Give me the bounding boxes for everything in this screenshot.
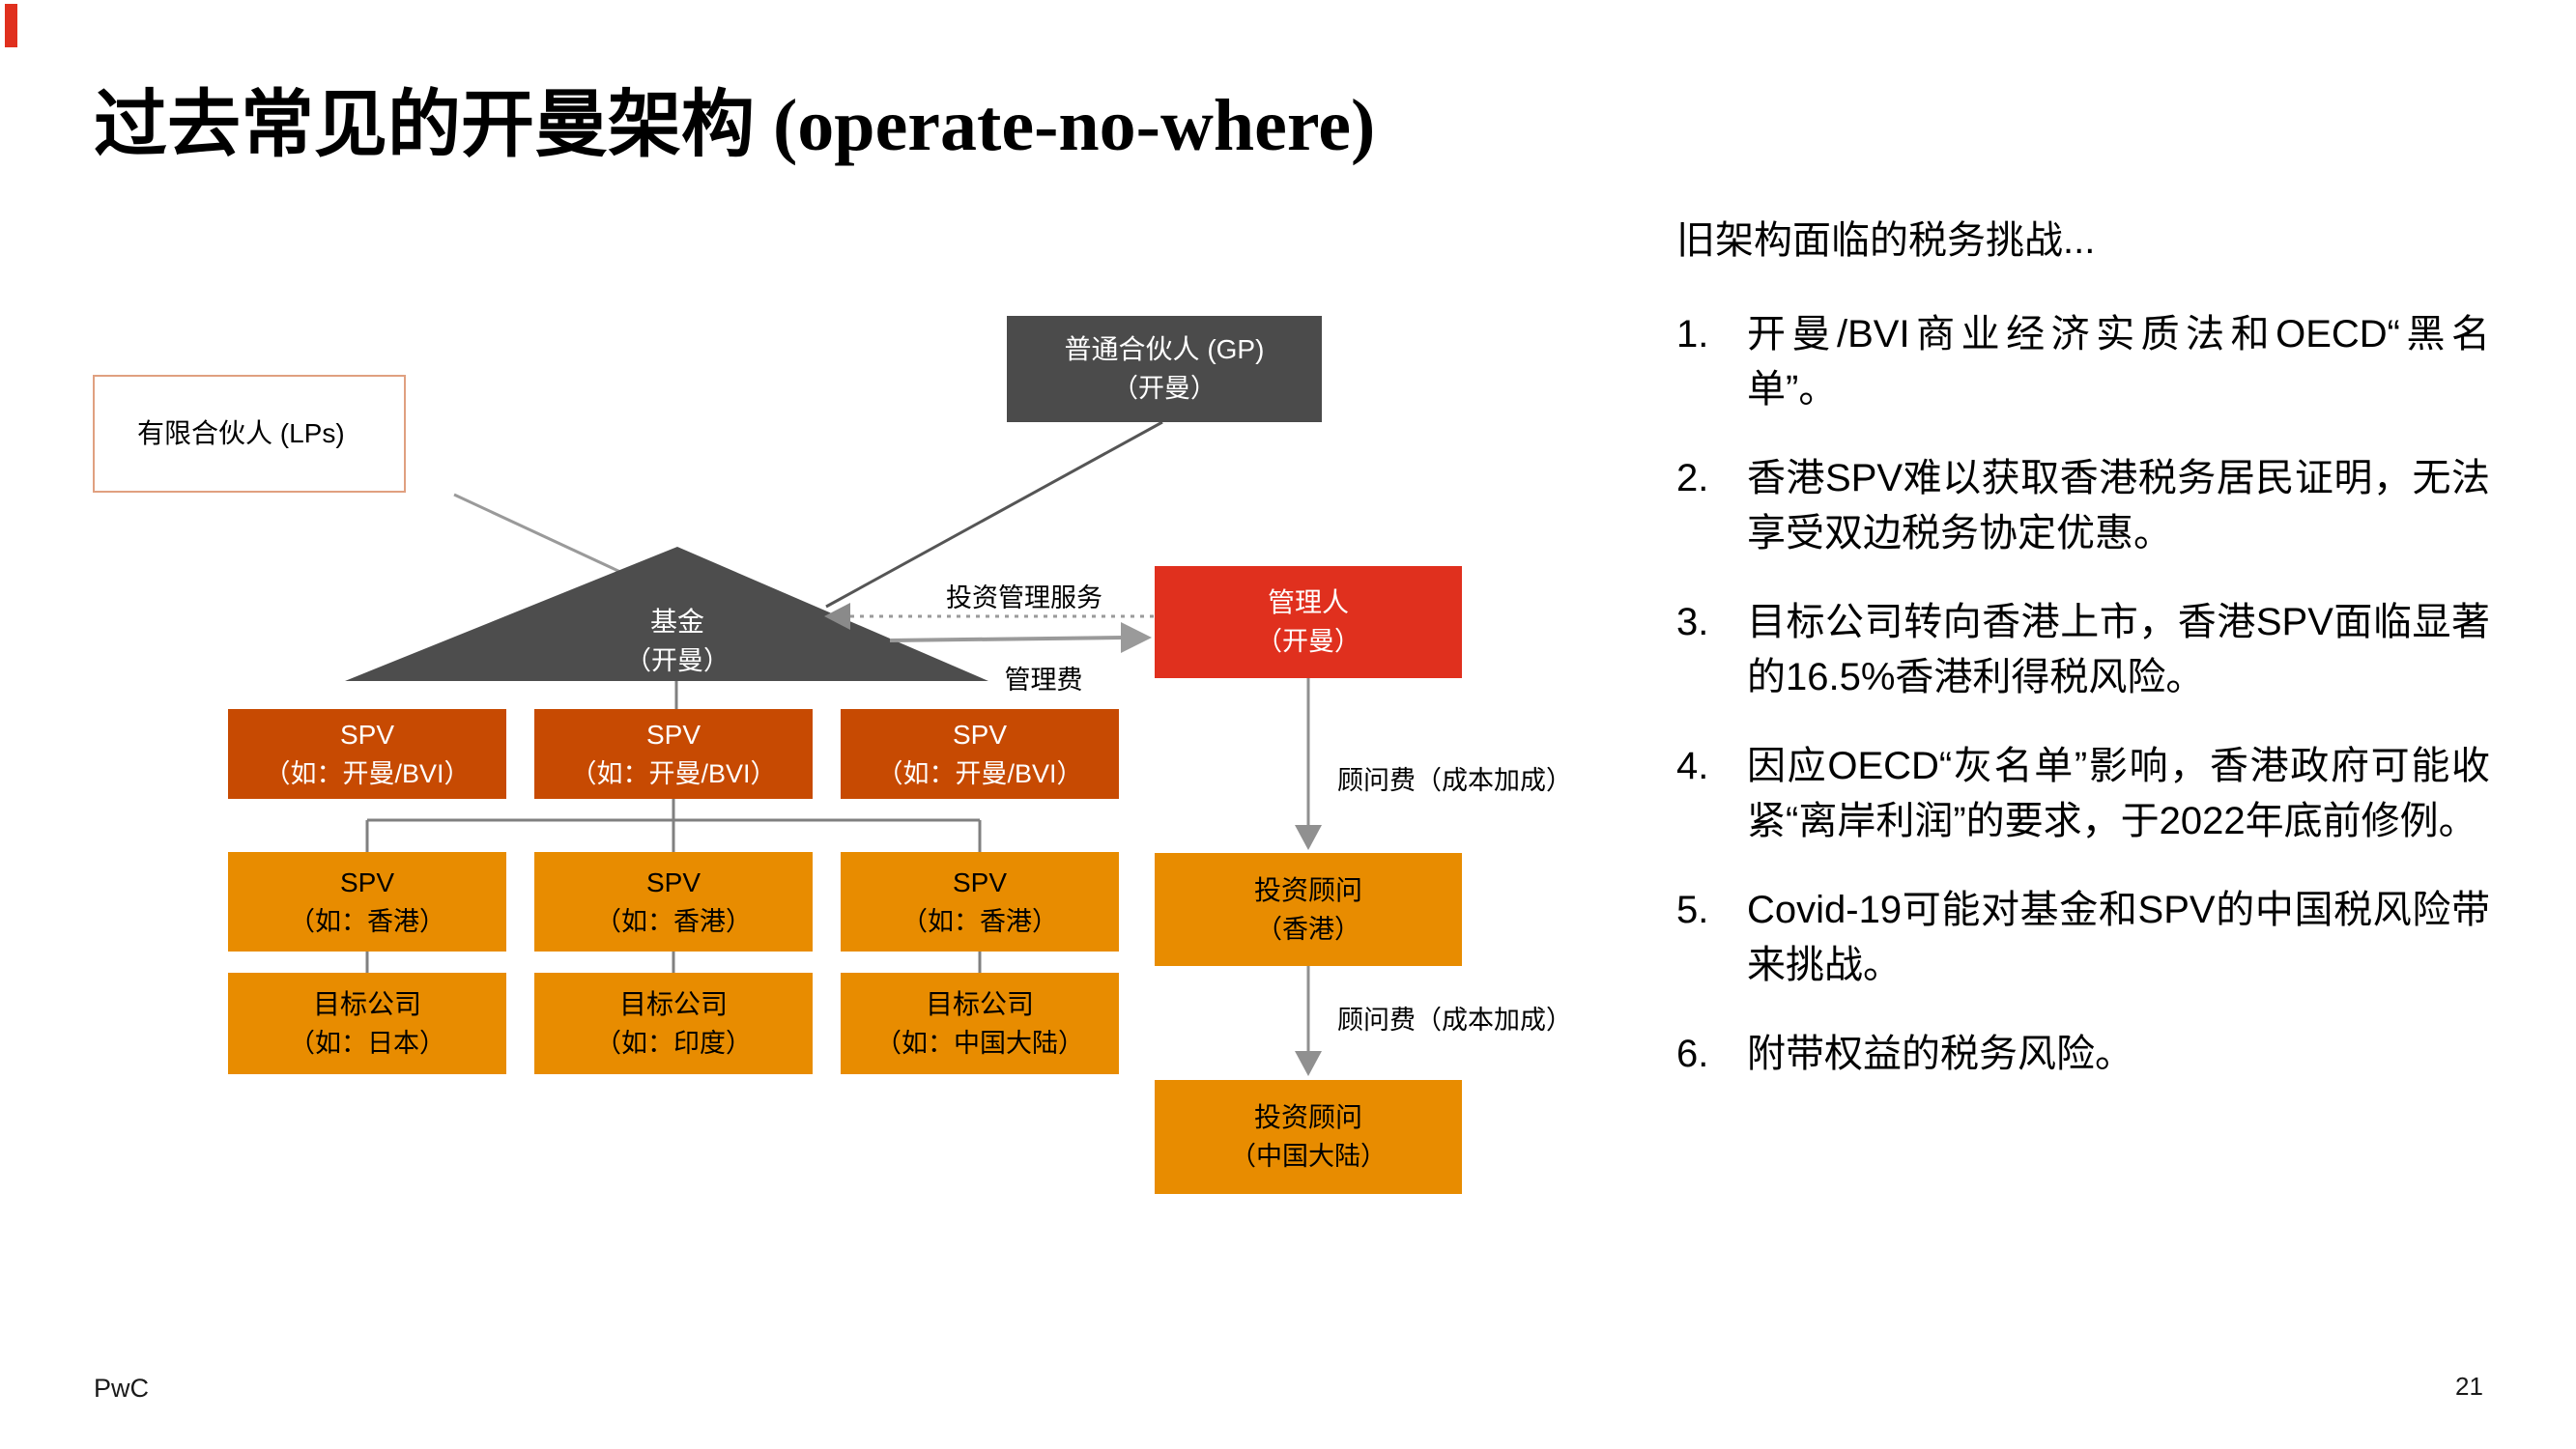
spv-label: SPV — [952, 867, 1008, 897]
fund-line2: （开曼） — [625, 646, 730, 675]
challenge-item-3: 3. 目标公司转向香港上市，香港SPV面临显著的16.5%香港利得税风险。 — [1676, 595, 2490, 705]
target-company-box-india: 目标公司 （如：印度） — [534, 973, 813, 1074]
target-company-label: 目标公司 — [618, 988, 728, 1019]
general-partner-line2: （开曼） — [1112, 374, 1216, 403]
management-fee-arrowhead — [1121, 622, 1152, 653]
investment-advisor-cn-box: 投资顾问 （中国大陆） — [1155, 1080, 1462, 1194]
target-company-box-mainland: 目标公司 （如：中国大陆） — [841, 973, 1119, 1074]
item-text: 目标公司转向香港上市，香港SPV面临显著的16.5%香港利得税风险。 — [1747, 601, 2490, 698]
spv-cayman-box-3: SPV （如：开曼/BVI） — [841, 709, 1119, 799]
spv-cayman-box-2: SPV （如：开曼/BVI） — [534, 709, 813, 799]
advisor-sublabel: （香港） — [1256, 914, 1360, 944]
item-number: 3. — [1676, 601, 1709, 643]
target-company-sublabel: （如：印度） — [595, 1028, 752, 1058]
spv-label: SPV — [645, 719, 701, 750]
challenge-item-1: 1. 开曼/BVI商业经济实质法和OECD“黑名单”。 — [1676, 307, 2490, 417]
management-fee-line — [889, 636, 1124, 642]
item-number: 1. — [1676, 313, 1709, 355]
pwc-red-accent-bar — [5, 4, 17, 47]
item-text: 香港SPV难以获取香港税务居民证明，无法享受双边税务协定优惠。 — [1747, 457, 2490, 554]
general-partner-box: 普通合伙人 (GP) （开曼） — [1007, 316, 1322, 422]
challenge-item-6: 6. 附带权益的税务风险。 — [1676, 1027, 2490, 1082]
challenges-list: 1. 开曼/BVI商业经济实质法和OECD“黑名单”。 2. 香港SPV难以获取… — [1676, 307, 2490, 1116]
spv-label: SPV — [339, 719, 395, 750]
page-number: 21 — [2455, 1372, 2483, 1401]
spv-label: SPV — [645, 867, 701, 897]
target-company-box-japan: 目标公司 （如：日本） — [228, 973, 506, 1074]
spv-sublabel: （如：开曼/BVI） — [570, 758, 777, 788]
manager-line1: 管理人 — [1267, 587, 1349, 617]
advisor-label: 投资顾问 — [1253, 874, 1362, 905]
general-partner-line1: 普通合伙人 (GP) — [1064, 334, 1265, 364]
fund-line1: 基金 — [649, 607, 704, 637]
target-company-sublabel: （如：日本） — [289, 1028, 445, 1058]
investment-advisor-hk-box: 投资顾问 （香港） — [1155, 853, 1462, 966]
item-number: 4. — [1676, 745, 1709, 787]
challenge-item-5: 5. Covid-19可能对基金和SPV的中国税风险带来挑战。 — [1676, 883, 2490, 993]
manager-line2: （开曼） — [1256, 627, 1360, 656]
item-number: 5. — [1676, 889, 1709, 931]
challenge-item-4: 4. 因应OECD“灰名单”影响，香港政府可能收紧“离岸利润”的要求，于2022… — [1676, 739, 2490, 849]
item-text: Covid-19可能对基金和SPV的中国税风险带来挑战。 — [1747, 889, 2490, 986]
spv-cayman-box-1: SPV （如：开曼/BVI） — [228, 709, 506, 799]
advisory-fee-label-2: 顾问费（成本加成） — [1337, 1006, 1572, 1035]
item-text: 因应OECD“灰名单”影响，香港政府可能收紧“离岸利润”的要求，于2022年底前… — [1747, 745, 2490, 842]
spv-hk-box-2: SPV （如：香港） — [534, 852, 813, 952]
management-fee-label: 管理费 — [1004, 666, 1083, 695]
challenge-item-2: 2. 香港SPV难以获取香港税务居民证明，无法享受双边税务协定优惠。 — [1676, 451, 2490, 561]
fund-triangle-label: 基金 （开曼） — [532, 603, 822, 680]
challenges-heading: 旧架构面临的税务挑战... — [1676, 219, 2096, 262]
spv-sublabel: （如：开曼/BVI） — [876, 758, 1083, 788]
target-company-label: 目标公司 — [925, 988, 1034, 1019]
spv-label: SPV — [339, 867, 395, 897]
lps-to-fund-line — [453, 493, 621, 574]
limited-partners-box: 有限合伙人 (LPs) — [93, 375, 406, 493]
pwc-logo-text: PwC — [94, 1374, 150, 1403]
investment-service-arrowhead — [824, 603, 850, 630]
item-text: 附带权益的税务风险。 — [1747, 1033, 2133, 1075]
advisor-sublabel: （中国大陆） — [1230, 1142, 1387, 1171]
investment-management-service-label: 投资管理服务 — [946, 583, 1102, 612]
item-text: 开曼/BVI商业经济实质法和OECD“黑名单”。 — [1747, 313, 2490, 411]
spv-sublabel: （如：香港） — [902, 906, 1058, 936]
spv-label: SPV — [952, 719, 1008, 750]
spv-hk-box-3: SPV （如：香港） — [841, 852, 1119, 952]
spv-sublabel: （如：香港） — [289, 906, 445, 936]
manager-box: 管理人 （开曼） — [1155, 566, 1462, 678]
limited-partners-label: 有限合伙人 (LPs) — [137, 418, 345, 448]
advisory-fee-label-1: 顾问费（成本加成） — [1337, 766, 1572, 795]
spv-hk-box-1: SPV （如：香港） — [228, 852, 506, 952]
item-number: 6. — [1676, 1033, 1709, 1075]
target-company-sublabel: （如：中国大陆） — [875, 1028, 1084, 1058]
spv-sublabel: （如：开曼/BVI） — [264, 758, 471, 788]
target-company-label: 目标公司 — [312, 988, 421, 1019]
advisor-to-advisor-arrowhead — [1295, 1051, 1322, 1076]
advisor-label: 投资顾问 — [1253, 1102, 1362, 1132]
slide-title: 过去常见的开曼架构 (operate-no-where) — [94, 85, 1376, 166]
item-number: 2. — [1676, 457, 1709, 499]
manager-to-advisor-arrowhead — [1295, 825, 1322, 850]
spv-sublabel: （如：香港） — [595, 906, 752, 936]
